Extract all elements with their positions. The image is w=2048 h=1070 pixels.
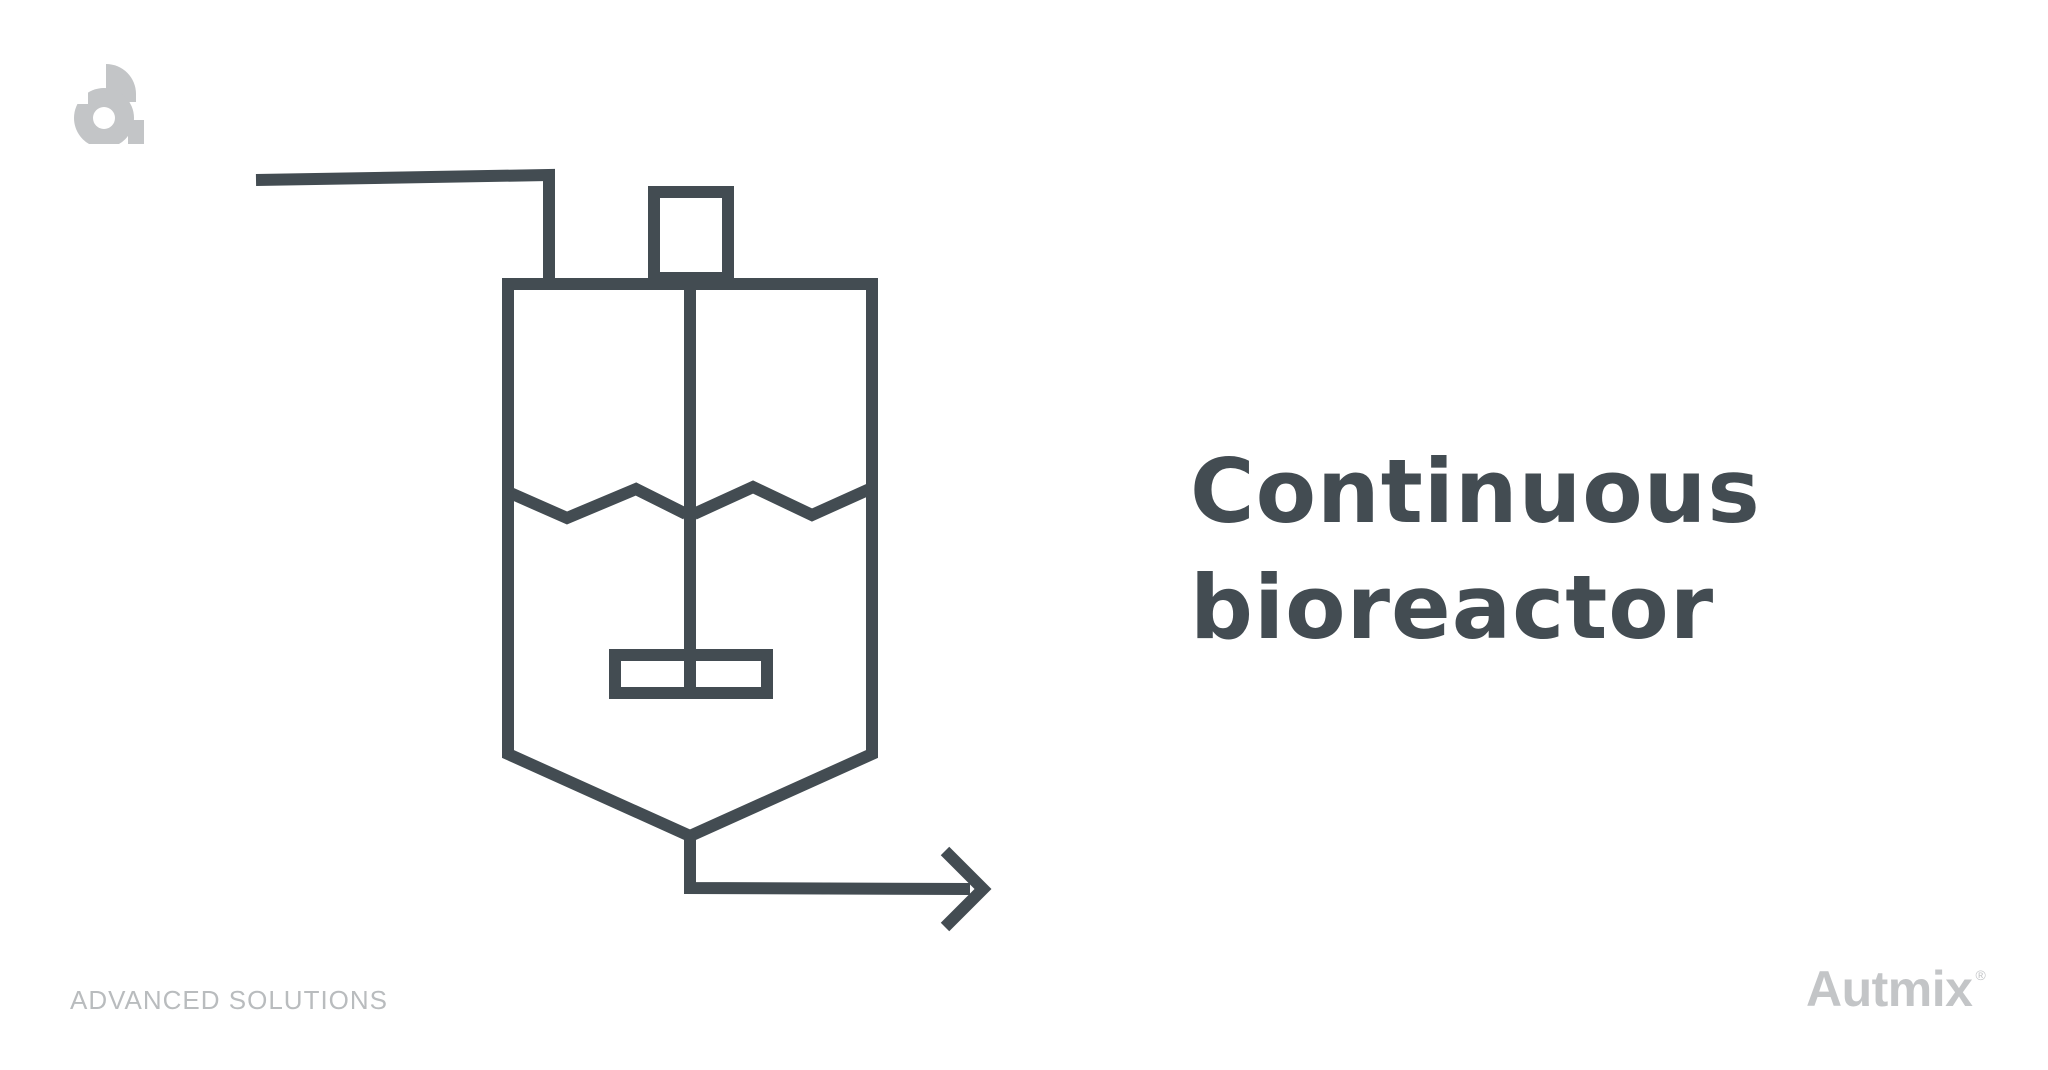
autmix-logo-icon: [70, 64, 144, 144]
registered-mark-icon: ®: [1975, 967, 1986, 983]
page-title: Continuous bioreactor: [1190, 434, 1790, 666]
liquid-level-right: [691, 480, 875, 522]
vessel-body: [502, 278, 878, 843]
inlet-pipe: [255, 168, 555, 284]
impeller: [609, 649, 773, 699]
motor-housing: [648, 186, 734, 284]
title-line-1: Continuous: [1190, 440, 1761, 543]
outlet-arrow-icon: [940, 846, 992, 932]
brand-name: Autmix: [1806, 961, 1973, 1017]
brand-logo: Autmix®: [1806, 960, 1986, 1018]
liquid-level-left: [505, 482, 689, 525]
outlet-pipe: [684, 836, 971, 895]
footer-tagline: ADVANCED SOLUTIONS: [70, 985, 389, 1015]
title-line-2: bioreactor: [1190, 556, 1715, 659]
